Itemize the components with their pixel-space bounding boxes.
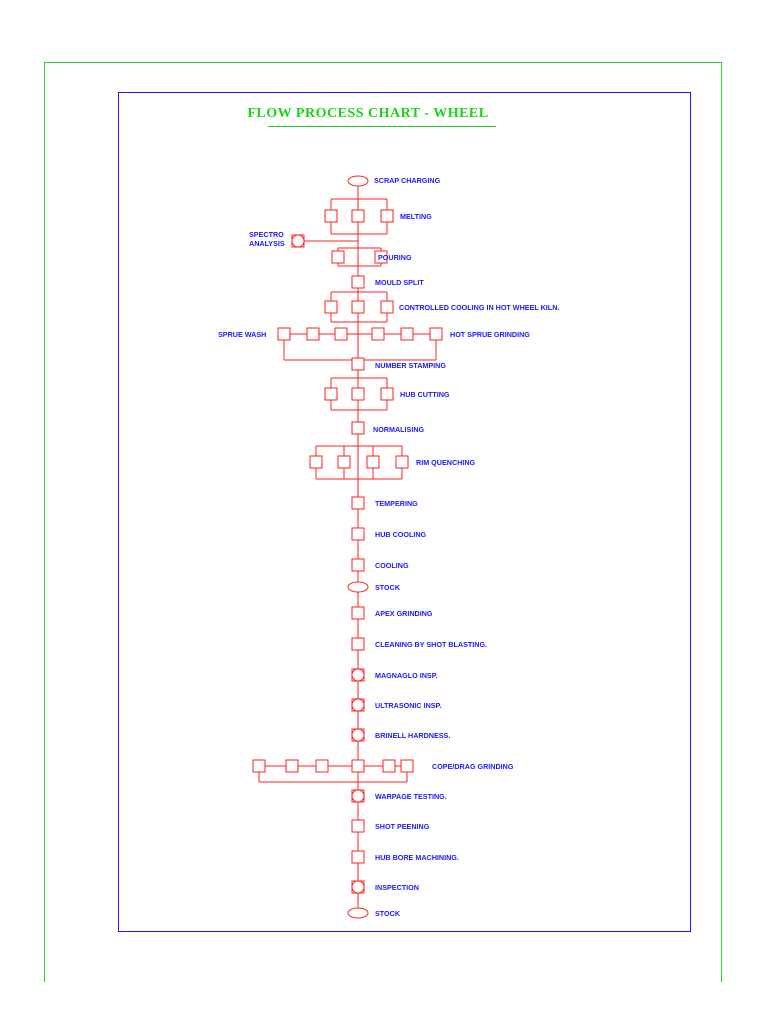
operation-square: [351, 387, 365, 401]
operation-square: [351, 357, 365, 371]
inspection-symbol: [351, 880, 365, 894]
step-label: TEMPERING: [375, 499, 418, 508]
step-label: CLEANING BY SHOT BLASTING.: [375, 640, 487, 649]
step-label: COOLING: [375, 561, 409, 570]
operation-square: [315, 759, 329, 773]
step-label: SCRAP CHARGING: [374, 176, 441, 185]
step-label: MELTING: [400, 212, 432, 221]
operation-square: [382, 759, 396, 773]
operation-square: [429, 327, 443, 341]
inspection-symbol: [291, 234, 305, 248]
step-label: RIM QUENCHING: [416, 458, 476, 467]
operation-square: [351, 759, 365, 773]
storage-ellipse: [347, 175, 369, 187]
process-symbols: [252, 175, 443, 919]
operation-square: [400, 327, 414, 341]
operation-square: [252, 759, 266, 773]
step-label: HUB COOLING: [375, 530, 427, 539]
inspection-circle: [351, 728, 365, 742]
inspection-symbol: [351, 668, 365, 682]
step-label: WARPAGE TESTING.: [375, 792, 447, 801]
operation-square: [351, 527, 365, 541]
step-label: SPECTRO: [249, 230, 284, 239]
operation-square: [351, 850, 365, 864]
step-label: SHOT PEENING: [375, 822, 430, 831]
chart-border: [118, 92, 691, 932]
inspection-circle: [351, 668, 365, 682]
step-label: COPE/DRAG GRINDING: [432, 762, 514, 771]
storage-ellipse: [347, 907, 369, 919]
operation-square: [285, 759, 299, 773]
step-label: POURING: [378, 253, 412, 262]
step-label: SPRUE WASH: [218, 330, 266, 339]
step-label: HUB CUTTING: [400, 390, 450, 399]
operation-square: [277, 327, 291, 341]
step-label: HOT SPRUE GRINDING: [450, 330, 530, 339]
step-label: ULTRASONIC INSP.: [375, 701, 441, 710]
operation-square: [351, 209, 365, 223]
operation-square: [351, 421, 365, 435]
step-label: STOCK: [375, 909, 401, 918]
inspection-circle: [291, 234, 305, 248]
operation-square: [400, 759, 414, 773]
step-label: STOCK: [375, 583, 401, 592]
operation-square: [309, 455, 323, 469]
chart-title: FLOW PROCESS CHART - WHEEL: [247, 106, 489, 121]
operation-square: [337, 455, 351, 469]
operation-square: [380, 300, 394, 314]
operation-square: [334, 327, 348, 341]
operation-square: [351, 496, 365, 510]
operation-square: [380, 387, 394, 401]
operation-square: [324, 300, 338, 314]
step-label: APEX GRINDING: [375, 609, 433, 618]
operation-square: [351, 300, 365, 314]
step-label: MAGNAGLO INSP.: [375, 671, 438, 680]
operation-square: [374, 250, 388, 264]
inspection-circle: [351, 880, 365, 894]
step-label: BRINELL HARDNESS.: [375, 731, 450, 740]
title-underline: [268, 126, 496, 127]
step-label: MOULD SPLIT: [375, 278, 424, 287]
step-label: HUB BORE MACHINING.: [375, 853, 459, 862]
operation-square: [371, 327, 385, 341]
operation-square: [324, 387, 338, 401]
inspection-symbol: [351, 698, 365, 712]
step-label: ANALYSIS: [249, 239, 285, 248]
inspection-circle: [351, 698, 365, 712]
storage-ellipse: [347, 581, 369, 593]
operation-square: [306, 327, 320, 341]
operation-square: [351, 637, 365, 651]
step-label: INSPECTION: [375, 883, 419, 892]
inspection-symbol: [351, 789, 365, 803]
step-label: NORMALISING: [373, 425, 425, 434]
step-label: CONTROLLED COOLING IN HOT WHEEL KILN.: [399, 303, 559, 312]
operation-square: [351, 606, 365, 620]
operation-square: [351, 275, 365, 289]
operation-square: [324, 209, 338, 223]
operation-square: [395, 455, 409, 469]
outer-page-frame: [44, 62, 722, 982]
operation-square: [366, 455, 380, 469]
operation-square: [351, 558, 365, 572]
operation-square: [380, 209, 394, 223]
inspection-symbol: [351, 728, 365, 742]
operation-square: [331, 250, 345, 264]
inspection-circle: [351, 789, 365, 803]
step-label: NUMBER STAMPING: [375, 361, 446, 370]
operation-square: [351, 819, 365, 833]
